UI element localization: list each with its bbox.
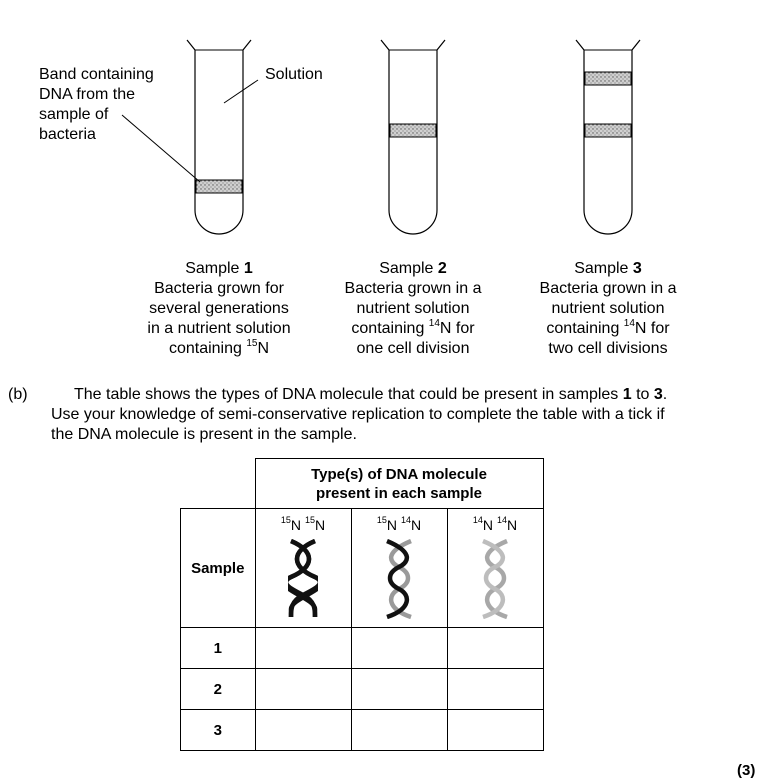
dna-table: Type(s) of DNA molecule present in each … [180,458,544,751]
answer-cell-3-1[interactable] [255,710,351,751]
sample-3-caption: Sample 3 Bacteria grown in a nutrient so… [508,259,708,359]
dna-band [196,180,242,193]
column-14n-14n: 14N 14N [447,509,543,628]
test-tube-2 [381,40,445,234]
column-15n-15n: 15N 15N [255,509,351,628]
question-text: The table shows the types of DNA molecul… [51,385,751,445]
band-label: Band containing DNA from the sample of b… [39,65,154,145]
row-label-1: 1 [181,628,256,669]
dna-helix-icon [288,539,318,619]
answer-cell-1-1[interactable] [255,628,351,669]
column-15n-14n: 15N 14N [351,509,447,628]
answer-cell-3-3[interactable] [447,710,543,751]
answer-cell-1-2[interactable] [351,628,447,669]
sample-1-caption: Sample 1 Bacteria grown for several gene… [119,259,319,359]
solution-label: Solution [265,65,323,85]
row-label-3: 3 [181,710,256,751]
answer-cell-2-1[interactable] [255,669,351,710]
question-part: (b) [8,385,28,405]
answer-cell-2-2[interactable] [351,669,447,710]
solution-leader-line [224,80,258,103]
dna-band [585,124,631,137]
answer-cell-1-3[interactable] [447,628,543,669]
table-header: Type(s) of DNA molecule present in each … [255,459,543,509]
dna-band [585,72,631,85]
dna-helix-icon [480,539,510,619]
test-tube-1 [187,40,251,234]
test-tube-3 [576,40,640,234]
dna-helix-icon [384,539,414,619]
answer-cell-3-2[interactable] [351,710,447,751]
row-label-2: 2 [181,669,256,710]
marks-label: (3) [737,762,755,779]
answer-cell-2-3[interactable] [447,669,543,710]
sample-2-caption: Sample 2 Bacteria grown in a nutrient so… [313,259,513,359]
dna-band [390,124,436,137]
sample-header: Sample [181,509,256,628]
